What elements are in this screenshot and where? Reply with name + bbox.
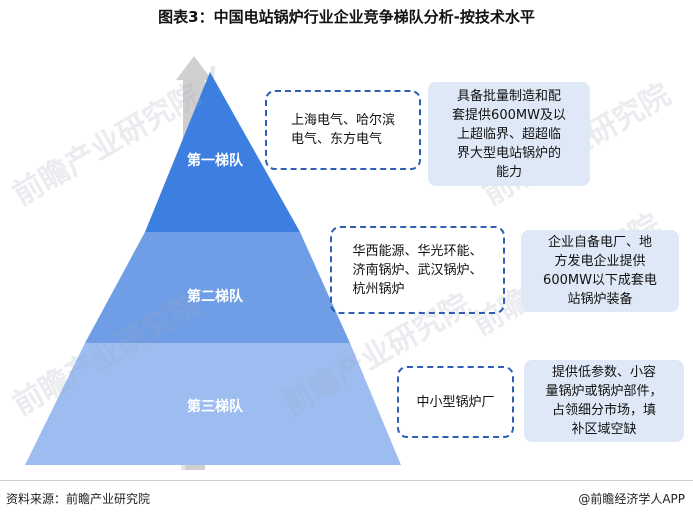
arrow-head xyxy=(176,56,212,80)
tier-2-capability: 企业自备电厂、地 方发电企业提供 600MW以下成套电 站锅炉装备 xyxy=(543,235,657,307)
footer-divider xyxy=(0,480,693,481)
tier-3-shape xyxy=(25,343,401,465)
tier-3-capability-box: 提供低参数、小容 量锅炉或锅炉部件， 占领细分市场，填 补区域空缺 xyxy=(524,360,684,442)
tier-1-label: 第一梯队 xyxy=(187,153,243,169)
tier-1-shape xyxy=(145,72,300,232)
tier-3-companies-box: 中小型锅炉厂 xyxy=(397,366,514,438)
tier-3-companies: 中小型锅炉厂 xyxy=(416,394,495,410)
tier-2-companies-box: 华西能源、华光环能、 济南锅炉、武汉锅炉、 杭州锅炉 xyxy=(330,226,505,314)
tier-2-label: 第二梯队 xyxy=(187,289,243,305)
tier-3-capability: 提供低参数、小容 量锅炉或锅炉部件， 占领细分市场，填 补区域空缺 xyxy=(545,365,663,437)
tier-2-companies: 华西能源、华光环能、 济南锅炉、武汉锅炉、 杭州锅炉 xyxy=(352,243,483,297)
tier-1-companies-box: 上海电气、哈尔滨 电气、东方电气 xyxy=(265,90,421,170)
page-title: 图表3：中国电站锅炉行业企业竞争梯队分析-按技术水平 xyxy=(158,8,535,26)
tier-3-label: 第三梯队 xyxy=(187,399,243,415)
tier-1-capability-box: 具备批量制造和配 套提供600MW及以 上超临界、超超临 界大型电站锅炉的 能力 xyxy=(428,82,590,186)
tier-2-capability-box: 企业自备电厂、地 方发电企业提供 600MW以下成套电 站锅炉装备 xyxy=(521,230,679,312)
tier-2-shape xyxy=(85,232,350,343)
credit-note: @前瞻经济学人APP xyxy=(578,492,685,506)
tier-1-capability: 具备批量制造和配 套提供600MW及以 上超临界、超超临 界大型电站锅炉的 能力 xyxy=(452,88,566,180)
tier-1-companies: 上海电气、哈尔滨 电气、东方电气 xyxy=(290,113,395,147)
source-note: 资料来源：前瞻产业研究院 xyxy=(6,492,151,506)
